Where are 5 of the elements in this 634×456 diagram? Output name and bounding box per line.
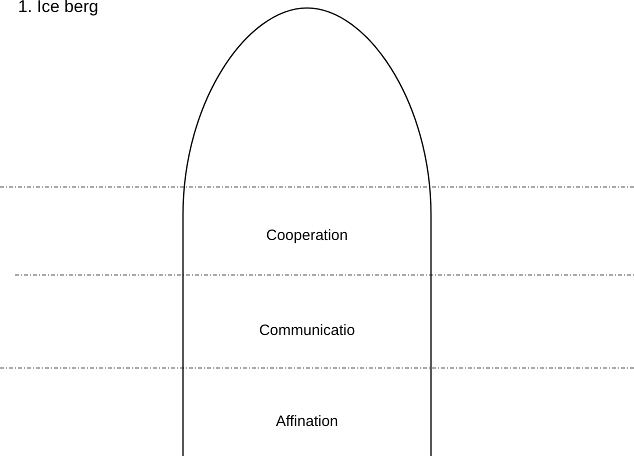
layer-label: Communicatio bbox=[258, 322, 356, 339]
title: 1. Ice berg bbox=[18, 0, 98, 17]
iceberg-shape bbox=[182, 7, 432, 456]
layer-label: Affination bbox=[274, 413, 340, 430]
layer-label: Cooperation bbox=[265, 227, 349, 244]
